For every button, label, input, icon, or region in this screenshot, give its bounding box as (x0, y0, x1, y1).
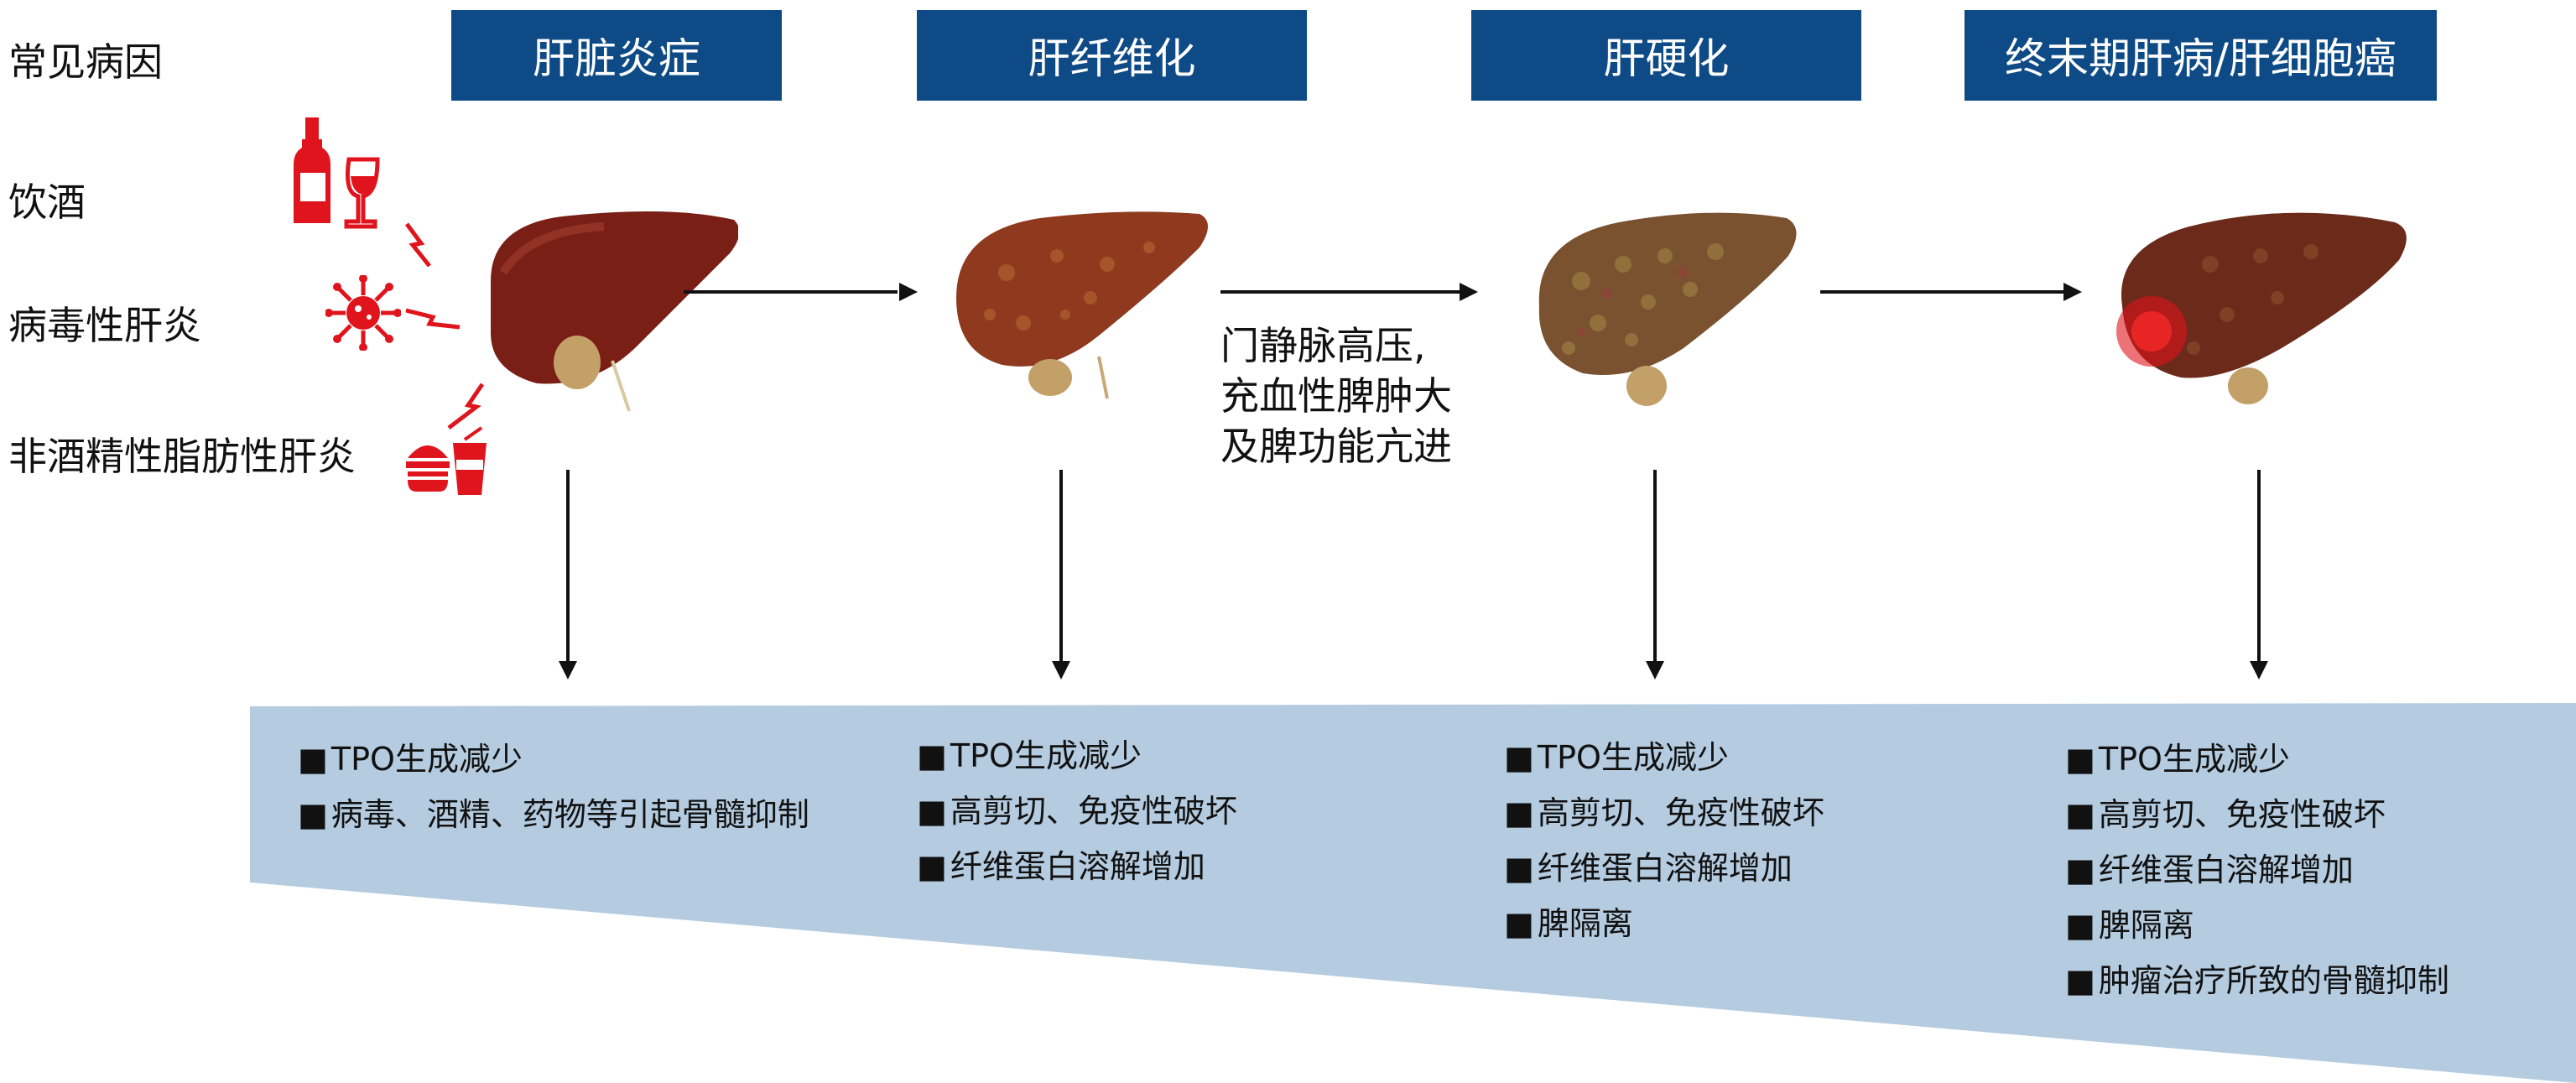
transition-note-line-3: 及脾功能亢进 (1220, 424, 1452, 469)
arrow-down-3 (1646, 470, 1664, 679)
transition-note: 门静脉高压, 充血性脾肿大 及脾功能亢进 (1220, 320, 1452, 471)
band-wedge (250, 703, 2576, 1083)
mechanism-list-end-stage: TPO生成减少 高剪切、免疫性破坏 纤维蛋白溶解增加 脾隔离 肿瘤治疗所致的骨髓… (2065, 732, 2449, 1008)
stage-end-stage-hcc: 终末期肝病/肝细胞癌 (1965, 10, 2437, 101)
arrow-down-2 (1052, 470, 1070, 679)
stage-cirrhosis: 肝硬化 (1471, 10, 1861, 101)
mechanism-item: 病毒、酒精、药物等引起骨髓抑制 (298, 787, 809, 842)
arrow-fibrosis-to-cirrhosis (1220, 283, 1478, 301)
mechanism-item: 高剪切、免疫性破坏 (2065, 787, 2449, 842)
mechanism-list-fibrosis: TPO生成减少 高剪切、免疫性破坏 纤维蛋白溶解增加 (917, 728, 1237, 894)
mechanism-list-cirrhosis: TPO生成减少 高剪切、免疫性破坏 纤维蛋白溶解增加 脾隔离 (1504, 730, 1824, 951)
mechanism-item: 纤维蛋白溶解增加 (1504, 841, 1824, 896)
liver-image-fibrosis (956, 211, 1208, 399)
stage-liver-inflammation: 肝脏炎症 (451, 10, 782, 101)
virus-icon (325, 275, 401, 351)
arrow-down-4 (2250, 470, 2268, 679)
mechanism-item: 纤维蛋白溶解增加 (2065, 842, 2449, 898)
liver-image-inflamed (491, 211, 738, 412)
liver-image-end-stage (2116, 212, 2407, 404)
transition-note-line-1: 门静脉高压, (1220, 323, 1426, 368)
lightning-icon (447, 383, 485, 430)
transition-note-line-2: 充血性脾肿大 (1220, 373, 1452, 419)
cause-nash: 非酒精性脂肪性肝炎 (8, 434, 356, 479)
arrow-cirrhosis-to-end-stage (1820, 283, 2082, 301)
arrow-down-1 (559, 470, 577, 679)
cause-alcohol: 饮酒 (8, 180, 86, 225)
stage-liver-fibrosis: 肝纤维化 (917, 10, 1307, 101)
mechanism-item: 脾隔离 (1504, 896, 1824, 951)
lightning-icon (404, 222, 431, 268)
mechanism-item: 肿瘤治疗所致的骨髓抑制 (2065, 953, 2449, 1008)
lightning-icon (405, 308, 461, 330)
bottle-glass-icon (294, 117, 380, 229)
cause-viral-hepatitis: 病毒性肝炎 (8, 303, 201, 348)
arrow-inflammation-to-fibrosis (684, 283, 918, 301)
causes-header: 常见病因 (8, 39, 163, 85)
fast-food-icon (406, 426, 487, 495)
mechanism-item: 高剪切、免疫性破坏 (1504, 785, 1824, 841)
mechanism-item: TPO生成减少 (917, 728, 1237, 784)
mechanism-item: TPO生成减少 (298, 732, 809, 787)
mechanism-item: TPO生成减少 (2065, 732, 2449, 787)
mechanism-item: 脾隔离 (2065, 898, 2449, 953)
mechanism-item: 纤维蛋白溶解增加 (917, 839, 1237, 894)
mechanism-list-inflammation: TPO生成减少 病毒、酒精、药物等引起骨髓抑制 (298, 732, 809, 842)
mechanism-item: TPO生成减少 (1504, 730, 1824, 785)
mechanism-item: 高剪切、免疫性破坏 (917, 784, 1237, 839)
liver-image-cirrhosis (1538, 212, 1797, 406)
